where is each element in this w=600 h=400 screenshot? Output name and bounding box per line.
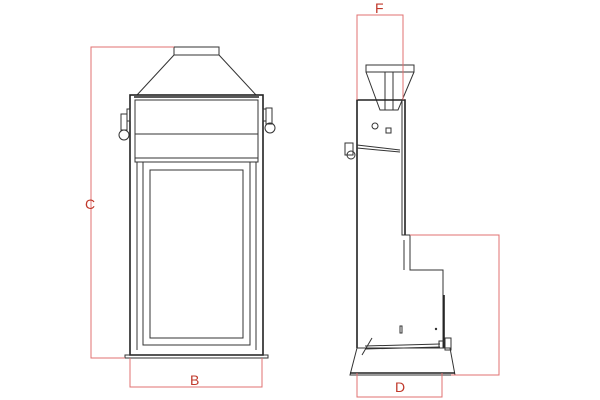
- front-dimensions: [90, 46, 263, 388]
- front-hopper-right: [218, 54, 257, 96]
- dimension-d-label: D: [395, 379, 406, 395]
- front-hopper-collar: [173, 46, 220, 56]
- dimension-b-line: [129, 358, 263, 388]
- front-hopper-left: [136, 54, 175, 96]
- side-bolt: [371, 122, 379, 130]
- knob-icon: [438, 337, 452, 351]
- front-header-box: [134, 99, 259, 163]
- side-dimensions: [356, 14, 500, 398]
- front-door-inner: [149, 169, 244, 339]
- side-step: [401, 100, 444, 348]
- dimension-e-line: [410, 234, 500, 376]
- side-hopper-cone: [365, 71, 415, 111]
- knob-icon: [262, 107, 276, 134]
- side-body: [356, 99, 406, 348]
- dimension-b-label: B: [190, 372, 200, 388]
- side-base: [349, 347, 456, 376]
- front-door-frame: [142, 161, 251, 346]
- dimension-f-label: F: [375, 0, 384, 16]
- dimension-c-label: C: [85, 196, 96, 212]
- dimension-f-line: [356, 14, 404, 100]
- dimension-c-line: [90, 46, 174, 359]
- handle-icon: [344, 142, 356, 160]
- dimension-d-line: [356, 373, 443, 398]
- front-base-plate: [124, 354, 269, 359]
- knob-icon: [118, 108, 131, 141]
- front-view: [118, 46, 276, 359]
- side-hopper-top: [365, 64, 415, 73]
- side-view: [344, 64, 456, 376]
